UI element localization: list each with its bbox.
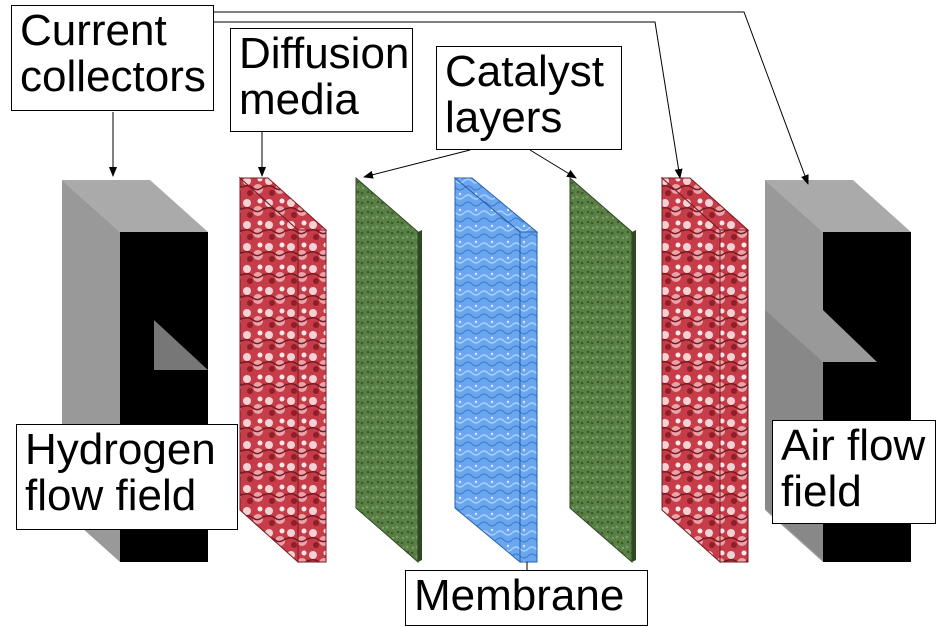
label-current-collectors: Current collectors xyxy=(11,5,214,111)
label-diffusion-media: Diffusion media xyxy=(230,28,413,132)
label-air-flow-field: Air flow field xyxy=(772,420,936,524)
label-membrane: Membrane xyxy=(405,570,648,626)
label-catalyst-layers: Catalyst layers xyxy=(436,46,622,150)
connector-lines xyxy=(109,11,809,572)
cathode-catalyst-layer xyxy=(569,176,636,564)
cathode-diffusion-media xyxy=(660,176,750,564)
label-hydrogen-flow-field: Hydrogen flow field xyxy=(16,424,238,530)
anode-diffusion-media xyxy=(238,176,328,564)
membrane xyxy=(453,176,539,564)
anode-catalyst-layer xyxy=(355,176,422,564)
